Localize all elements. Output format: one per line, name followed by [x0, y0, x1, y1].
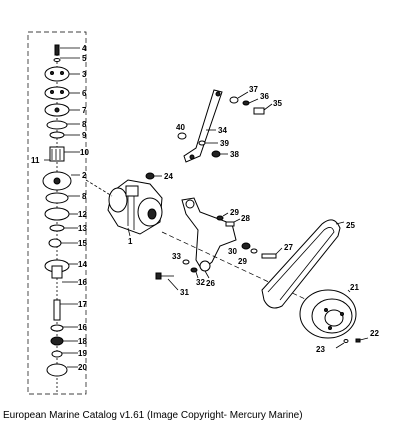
callout-29: 29: [230, 208, 239, 217]
callout-8-lower: 8: [82, 192, 87, 201]
callout-16: 16: [78, 278, 87, 287]
callout-18: 18: [78, 337, 87, 346]
callout-32: 32: [196, 278, 205, 287]
callout-13: 13: [78, 224, 87, 233]
callout-24: 24: [164, 172, 173, 181]
callout-22: 22: [370, 329, 379, 338]
exploded-frame: [27, 31, 87, 395]
callout-37: 37: [249, 85, 258, 94]
callout-31: 31: [180, 288, 189, 297]
callout-35: 35: [273, 99, 282, 108]
callout-8: 8: [82, 120, 87, 129]
callout-6: 6: [82, 89, 87, 98]
callout-10: 10: [80, 148, 89, 157]
callout-17: 17: [78, 300, 87, 309]
callout-40: 40: [176, 123, 185, 132]
callout-36: 36: [260, 92, 269, 101]
upper-brace: 34 40 39 38 37 36 35: [176, 85, 282, 163]
callout-20: 20: [78, 363, 87, 372]
callout-33: 33: [172, 252, 181, 261]
callout-3: 3: [82, 70, 87, 79]
callout-2: 2: [82, 171, 87, 180]
bracket-assembly: 26 29 28 30 29 27 33 32 31: [155, 197, 321, 307]
callout-4: 4: [82, 44, 87, 53]
drive-belt: 25: [261, 219, 355, 309]
exploded-stack: [42, 44, 72, 392]
callout-28: 28: [241, 214, 250, 223]
callout-5: 5: [82, 54, 87, 63]
pulley: 21 22 23: [299, 283, 379, 354]
callout-34: 34: [218, 126, 227, 135]
callout-39: 39: [220, 139, 229, 148]
callout-15: 15: [78, 239, 87, 248]
callout-26: 26: [206, 279, 215, 288]
callout-16-lower: 16: [78, 323, 87, 332]
image-caption: European Marine Catalog v1.61 (Image Cop…: [3, 410, 303, 421]
pump-assembly: 1 24: [85, 172, 173, 246]
callout-25: 25: [346, 221, 355, 230]
callout-14: 14: [78, 260, 87, 269]
callout-29-lower: 29: [238, 257, 247, 266]
callout-11: 11: [31, 156, 40, 165]
callout-21: 21: [350, 283, 359, 292]
callout-23: 23: [316, 345, 325, 354]
callout-12: 12: [78, 210, 87, 219]
callout-7: 7: [82, 106, 87, 115]
callout-38: 38: [230, 150, 239, 159]
callout-1: 1: [128, 237, 133, 246]
callout-27: 27: [284, 243, 293, 252]
callout-30: 30: [228, 247, 237, 256]
callout-19: 19: [78, 349, 87, 358]
stack-callouts: 4 5 3 6 7 8 9 10 11 2 8 12 13 15 14 16 1…: [31, 44, 89, 372]
callout-9: 9: [82, 131, 87, 140]
